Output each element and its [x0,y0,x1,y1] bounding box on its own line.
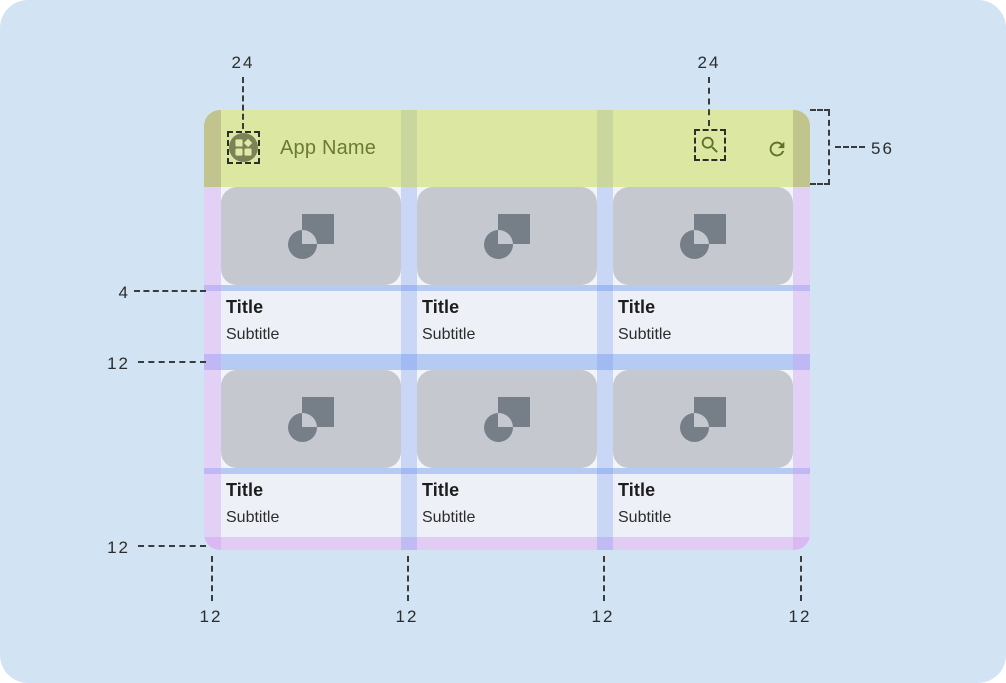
measure-line-image-text-spacing [134,290,206,292]
measure-line-gutter-1 [407,556,409,601]
card-image [613,370,793,468]
measure-line-app-bar-height [835,146,865,148]
measure-line-left-margin [211,556,213,601]
card-text-block: Title Subtitle [221,291,401,354]
trailing-icon-measure-box [694,129,726,161]
card-title: Title [618,297,656,317]
bottom-margin-band [204,537,810,550]
card-text-block: Title Subtitle [417,291,597,354]
card-text-block: Title Subtitle [613,474,793,537]
card-text-block: Title Subtitle [417,474,597,537]
image-placeholder-icon [484,213,530,259]
card-text-row-1: Title Subtitle Title Subtitle Title Subt… [204,291,810,354]
card-subtitle: Subtitle [422,509,476,526]
card-title: Title [226,480,264,500]
measure-line-bottom-margin [138,545,206,547]
card-image-row-2 [204,370,810,468]
card-subtitle: Subtitle [226,509,280,526]
measure-line-gutter-2 [603,556,605,601]
card-image [417,370,597,468]
annotation-app-bar-height: 56 [871,139,894,158]
measure-bracket-side [828,110,830,185]
annotation-row-spacing: 12 [107,354,130,373]
annotation-bottom-margin: 12 [107,538,130,557]
leading-icon-measure-box [227,131,260,164]
measure-line-trailing-icon [708,77,710,126]
card-subtitle: Subtitle [618,509,672,526]
annotation-left-margin: 12 [199,607,223,626]
measure-line-leading-icon [242,77,244,129]
annotation-gutter-1: 12 [395,607,419,626]
app-mockup: App Name [204,110,810,550]
card-title: Title [618,480,656,500]
annotation-right-margin: 12 [788,607,812,626]
annotation-image-text-spacing: 4 [118,283,130,302]
card-subtitle: Subtitle [226,326,280,343]
card-text-block: Title Subtitle [221,474,401,537]
spacing-band-4 [204,468,810,474]
search-icon[interactable] [699,134,721,156]
measure-bracket-top [810,109,830,111]
card-subtitle: Subtitle [422,326,476,343]
spacing-band-12 [204,354,810,370]
card-title: Title [226,297,264,317]
image-placeholder-icon [288,396,334,442]
app-name-title: App Name [280,137,377,159]
card-title: Title [422,297,460,317]
app-grid-button[interactable] [229,133,258,162]
card-image [613,187,793,285]
card-text-block: Title Subtitle [613,291,793,354]
image-placeholder-icon [680,213,726,259]
card-text-row-2: Title Subtitle Title Subtitle Title Subt… [204,474,810,537]
card-subtitle: Subtitle [618,326,672,343]
annotation-gutter-2: 12 [591,607,615,626]
refresh-icon[interactable] [766,138,788,160]
image-placeholder-icon [288,213,334,259]
annotation-leading-icon-size: 24 [231,53,255,72]
image-placeholder-icon [680,396,726,442]
card-image [417,187,597,285]
card-image-row-1 [204,187,810,285]
annotation-trailing-icon-size: 24 [697,53,721,72]
app-grid-icon [235,138,253,156]
image-placeholder-icon [484,396,530,442]
card-image [221,370,401,468]
measure-bracket-bottom [810,183,830,185]
measure-line-row-spacing [138,361,206,363]
spacing-band-4 [204,285,810,291]
measure-line-right-margin [800,556,802,601]
card-title: Title [422,480,460,500]
card-image [221,187,401,285]
top-app-bar: App Name [204,110,810,187]
